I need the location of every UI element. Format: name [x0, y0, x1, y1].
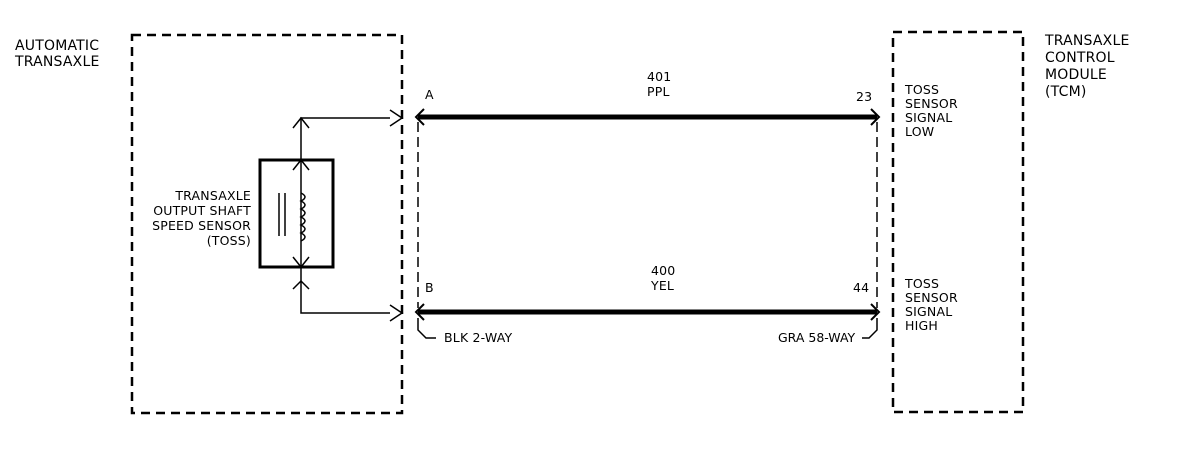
wire-bottom-circuit-number: 400 [651, 263, 675, 278]
left-connector-bracket [417, 318, 436, 339]
pin-b-label: B [425, 280, 434, 295]
left-connector-bottom-chevron-icon [414, 303, 425, 321]
right-connector-bottom-chevron-icon [870, 303, 881, 321]
tcm-box [891, 30, 1025, 414]
signal-high-line4: HIGH [905, 318, 938, 333]
pin-a-arrow-icon [389, 109, 404, 127]
signal-low-line3: SIGNAL [905, 110, 952, 125]
tcm-label-line3: MODULE [1045, 67, 1107, 83]
signal-low-line2: SENSOR [905, 96, 958, 111]
sensor-label-line3: SPEED SENSOR [152, 218, 251, 233]
wire-bottom-color: YEL [650, 278, 674, 293]
sensor-label-line2: OUTPUT SHAFT [153, 203, 251, 218]
tcm-label-line4: (TCM) [1045, 84, 1087, 100]
pin-b-arrow-icon [389, 304, 404, 322]
sensor-lead-top-chevron-icon [292, 116, 310, 129]
right-connector-top-chevron-icon [870, 108, 881, 126]
left-connector-top-chevron-icon [414, 108, 425, 126]
signal-high-line1: TOSS [904, 276, 939, 291]
sensor-label-line4: (TOSS) [207, 233, 251, 248]
sensor-lead-top [300, 117, 390, 160]
signal-high-line3: SIGNAL [905, 304, 952, 319]
wire-top-color: PPL [647, 84, 670, 99]
pin-23-label: 23 [856, 89, 872, 104]
left-connector-label: BLK 2-WAY [444, 330, 513, 345]
automatic-transaxle-label-line2: TRANSAXLE [14, 54, 100, 70]
pin-44-label: 44 [853, 280, 869, 295]
tcm-label-line2: CONTROL [1045, 50, 1115, 66]
automatic-transaxle-box [130, 33, 404, 415]
right-connector-label: GRA 58-WAY [778, 330, 856, 345]
wire-top-circuit-number: 401 [647, 69, 671, 84]
sensor-label-line1: TRANSAXLE [174, 188, 251, 203]
pin-a-label: A [425, 87, 434, 102]
signal-low-line4: LOW [905, 124, 934, 139]
sensor-lead-bottom [300, 267, 390, 314]
right-connector-bracket [862, 318, 878, 339]
sensor-lead-bottom-chevron-icon [292, 279, 310, 290]
signal-high-line2: SENSOR [905, 290, 958, 305]
toss-sensor-body [258, 158, 335, 269]
automatic-transaxle-label-line1: AUTOMATIC [15, 38, 99, 54]
signal-low-line1: TOSS [904, 82, 939, 97]
tcm-label-line1: TRANSAXLE [1044, 33, 1130, 49]
